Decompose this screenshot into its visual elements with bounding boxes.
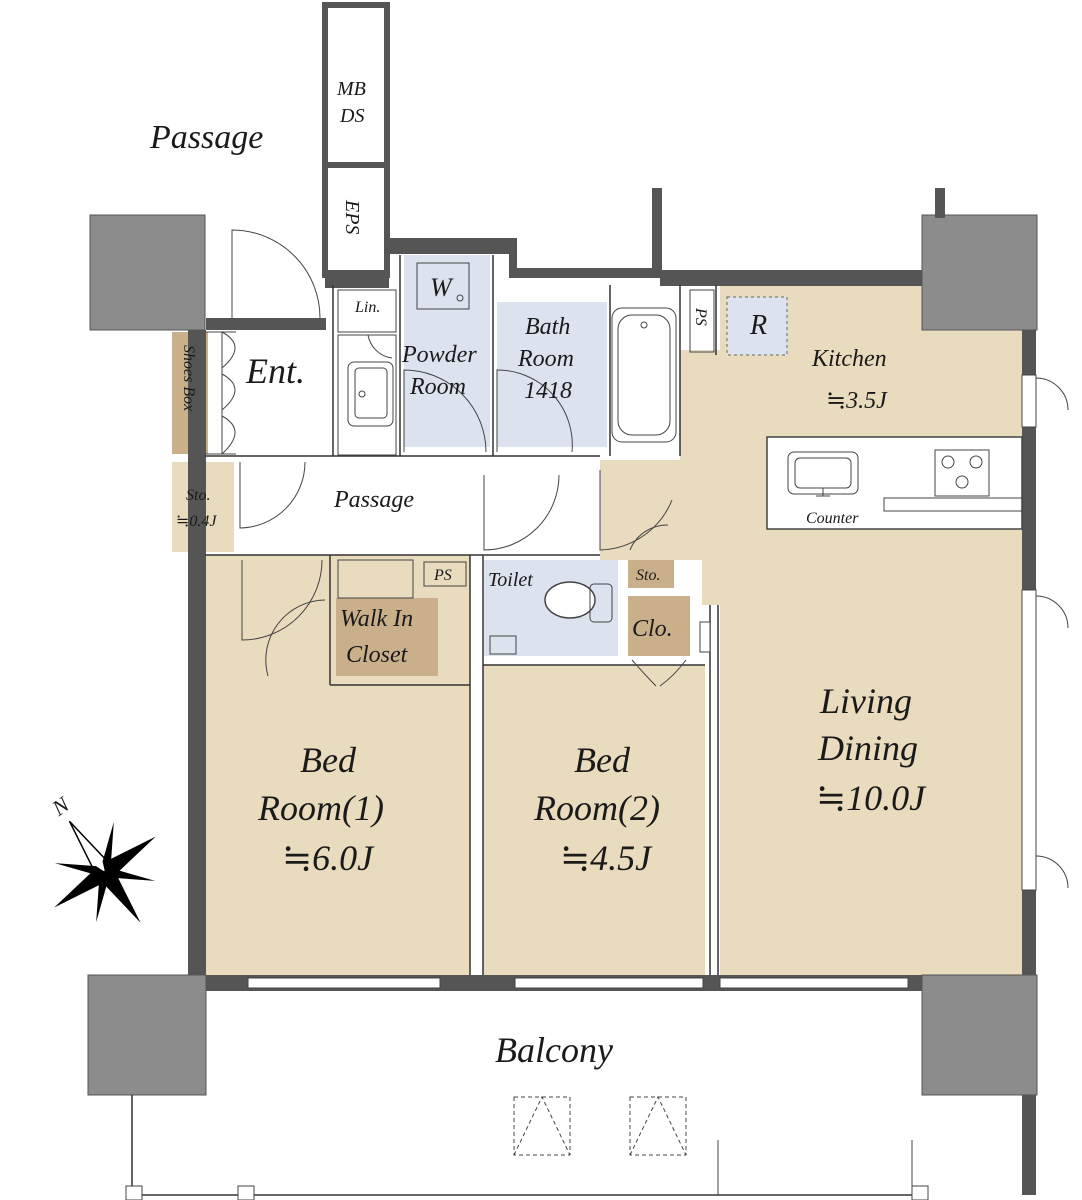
storage-2-label: Sto.	[636, 567, 660, 584]
bed2-size: ≒4.5J	[560, 838, 653, 878]
storage-1-label: Sto.	[186, 487, 210, 504]
doors	[231, 229, 1069, 889]
bath-room-label-1: Bath	[525, 314, 570, 340]
pillar-top-left	[89, 214, 206, 331]
north-label: N	[46, 791, 74, 821]
bathtub-icon	[611, 307, 677, 443]
pillar-bottom-left	[87, 974, 207, 1096]
bed2-label-1: Bed	[574, 740, 631, 780]
toilet-label: Toilet	[488, 569, 533, 591]
powder-room-label-2: Room	[409, 374, 466, 400]
kitchen-counter	[766, 436, 1023, 530]
bed1-label-2: Room(1)	[257, 788, 384, 828]
toilet-icon	[489, 581, 613, 655]
powder-room-floor	[404, 255, 490, 447]
ps-bath-label: PS	[692, 307, 709, 326]
fridge-label: R	[749, 310, 767, 341]
closet-floor	[628, 596, 690, 656]
powder-room-label-1: Powder	[401, 342, 477, 368]
eps-label: EPS	[341, 199, 363, 234]
bed1-size: ≒6.0J	[282, 838, 375, 878]
sink-icon	[347, 361, 394, 427]
labels: Passage MB DS EPS Lin. W Shoes Box Ent. …	[149, 78, 927, 1070]
bed2-label-2: Room(2)	[533, 788, 660, 828]
wic-label-1: Walk In	[340, 606, 413, 632]
bath-room-label-3: 1418	[524, 378, 572, 404]
interior-walls	[205, 255, 1037, 989]
washer-label: W	[430, 273, 454, 302]
lin-label: Lin.	[354, 299, 380, 316]
mb-label: MB	[336, 78, 366, 100]
gas-stove-icon	[934, 449, 990, 497]
washer-icon	[416, 262, 470, 310]
kitchen-label: Kitchen	[811, 346, 887, 372]
ds-label: DS	[339, 105, 364, 127]
shoes-box-label: Shoes Box	[180, 345, 197, 411]
fridge-space	[726, 296, 788, 356]
bath-room-label-2: Room	[517, 346, 574, 372]
bedroom-2-floor	[483, 665, 705, 975]
compass-rose-icon: N	[46, 791, 156, 923]
fixtures	[347, 262, 1023, 1156]
kitchen-size: ≒3.5J	[826, 388, 888, 414]
balcony-label: Balcony	[495, 1030, 613, 1070]
bed1-label-1: Bed	[300, 740, 357, 780]
inside-passage-label: Passage	[333, 487, 414, 513]
pillar-top-right	[921, 214, 1038, 331]
entrance-label: Ent.	[245, 351, 305, 391]
ps-wic-label: PS	[433, 567, 452, 584]
living-size: ≒10.0J	[816, 778, 927, 818]
storage-1-size: ≒0.4J	[176, 513, 217, 530]
living-label-2: Dining	[817, 728, 918, 768]
storage-2-floor	[628, 560, 674, 588]
sink-icon	[787, 451, 859, 497]
outside-passage-label: Passage	[149, 119, 263, 156]
closet-label: Clo.	[632, 616, 673, 642]
wic-label-2: Closet	[346, 642, 409, 668]
walk-in-closet-floor	[336, 598, 438, 676]
living-label-1: Living	[819, 681, 912, 721]
shaft-wall	[322, 2, 390, 278]
pillar-bottom-right	[921, 974, 1038, 1096]
counter-label: Counter	[806, 510, 859, 527]
bath-room-floor	[497, 302, 607, 447]
